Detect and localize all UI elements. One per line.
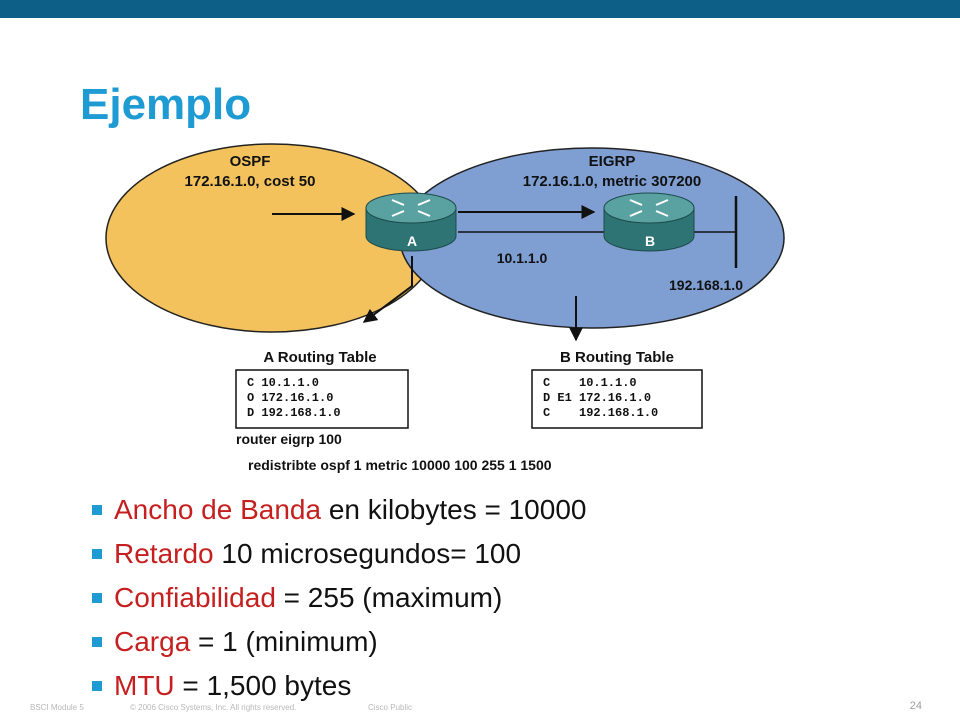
slide-title: Ejemplo bbox=[80, 80, 252, 129]
config-line-redistribute: redistribte ospf 1 metric 10000 100 255 … bbox=[248, 457, 552, 473]
square-bullet-icon bbox=[92, 593, 102, 603]
router-arrows-icon bbox=[629, 199, 669, 217]
bullet-text: 10 microsegundos= 100 bbox=[213, 538, 522, 569]
eigrp-route-label: 172.16.1.0, metric 307200 bbox=[523, 173, 701, 190]
bullet-term: MTU bbox=[114, 670, 175, 701]
bullet-term: Confiabilidad bbox=[114, 582, 276, 613]
table-a-box bbox=[235, 369, 409, 429]
eigrp-label: EIGRP bbox=[589, 153, 636, 170]
table-b-row: C 192.168.1.0 bbox=[543, 406, 658, 420]
config-line-router: router eigrp 100 bbox=[236, 431, 342, 447]
bullet-term: Carga bbox=[114, 626, 191, 657]
bullet-item: Ancho de Banda en kilobytes = 10000 bbox=[92, 488, 586, 532]
lan-network-label: 192.168.1.0 bbox=[669, 277, 743, 293]
router-a-label: A bbox=[407, 233, 417, 249]
footer-classification: Cisco Public bbox=[368, 703, 413, 712]
table-a-row: O 172.16.1.0 bbox=[247, 391, 333, 405]
bullet-list: Ancho de Banda en kilobytes = 10000 Reta… bbox=[92, 488, 586, 708]
router-arrows-icon bbox=[391, 199, 431, 217]
bullet-text: = 1 (minimum) bbox=[190, 626, 378, 657]
bullet-text: = 1,500 bytes bbox=[174, 670, 352, 701]
square-bullet-icon bbox=[92, 549, 102, 559]
router-b-label: B bbox=[645, 233, 655, 249]
table-b-box bbox=[531, 369, 703, 429]
bullet-text: = 255 (maximum) bbox=[275, 582, 503, 613]
bullet-item: MTU = 1,500 bytes bbox=[92, 664, 586, 708]
bullet-text: en kilobytes = 10000 bbox=[321, 494, 587, 525]
bullet-term: Retardo bbox=[114, 538, 214, 569]
square-bullet-icon bbox=[92, 505, 102, 515]
table-a-title: A Routing Table bbox=[263, 349, 376, 366]
link-network-label: 10.1.1.0 bbox=[497, 250, 548, 266]
table-b-title: B Routing Table bbox=[560, 349, 674, 366]
bullet-term: Ancho de Banda bbox=[114, 494, 322, 525]
router-b: B bbox=[603, 192, 695, 252]
bullet-item: Confiabilidad = 255 (maximum) bbox=[92, 576, 586, 620]
table-b-row: D E1 172.16.1.0 bbox=[543, 391, 651, 405]
ospf-label: OSPF bbox=[230, 153, 271, 170]
ospf-route-label: 172.16.1.0, cost 50 bbox=[185, 173, 316, 190]
table-a-row: C 10.1.1.0 bbox=[247, 376, 319, 390]
square-bullet-icon bbox=[92, 681, 102, 691]
table-a-row: D 192.168.1.0 bbox=[247, 406, 341, 420]
top-bar bbox=[0, 0, 960, 18]
router-a: A bbox=[365, 192, 457, 252]
table-a-arrow bbox=[362, 256, 413, 323]
page-number: 24 bbox=[909, 700, 922, 712]
table-b-row: C 10.1.1.0 bbox=[543, 376, 637, 390]
bullet-item: Carga = 1 (minimum) bbox=[92, 620, 586, 664]
network-diagram: OSPF 172.16.1.0, cost 50 EIGRP 172.16.1.… bbox=[105, 143, 785, 473]
square-bullet-icon bbox=[92, 637, 102, 647]
bullet-item: Retardo 10 microsegundos= 100 bbox=[92, 532, 586, 576]
footer-module: BSCI Module 5 bbox=[30, 703, 84, 712]
footer-copyright: © 2006 Cisco Systems, Inc. All rights re… bbox=[130, 703, 297, 712]
